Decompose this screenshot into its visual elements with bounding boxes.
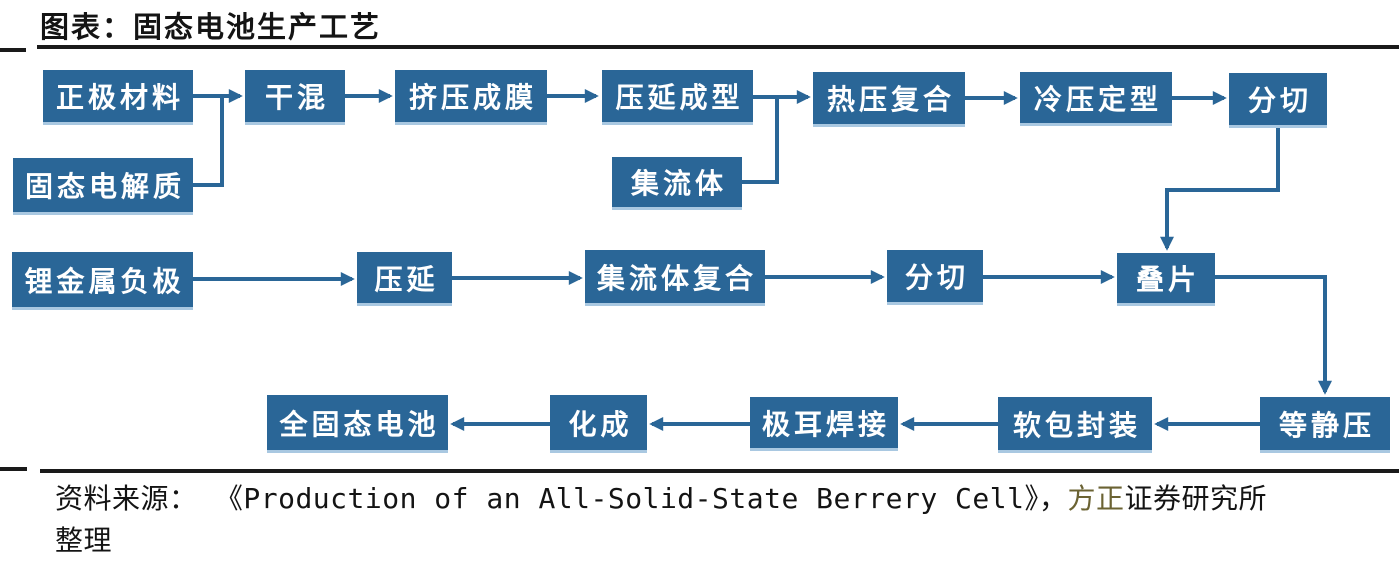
- node-cold-press-shaping: 冷压定型: [1020, 72, 1172, 123]
- source-label: 资料来源：: [55, 482, 198, 515]
- node-lithium-metal-anode: 锂金属负极: [12, 252, 193, 307]
- source-note: 资料来源： 《Production of an All-Solid-State …: [55, 478, 1275, 562]
- node-tab-welding: 极耳焊接: [750, 397, 898, 448]
- top-rule: [37, 45, 1399, 49]
- node-slitting-1: 分切: [1229, 73, 1327, 125]
- node-calendering: 压延: [357, 252, 452, 303]
- node-dry-mixing: 干混: [245, 70, 345, 122]
- node-calender-forming: 压延成型: [602, 70, 753, 122]
- connector-collector-junction: [742, 97, 779, 184]
- node-all-solid-state-battery: 全固态电池: [267, 395, 448, 450]
- node-isostatic-pressing: 等静压: [1260, 397, 1390, 450]
- connector-electrolyte-junction: [193, 96, 224, 187]
- source-reference: 《Production of an All-Solid-State Berrer…: [214, 482, 1068, 515]
- node-extrusion-film: 挤压成膜: [395, 70, 547, 122]
- node-current-collector: 集流体: [612, 157, 742, 207]
- bottom-rule-left-segment: [0, 467, 27, 471]
- node-slitting-2: 分切: [887, 250, 983, 302]
- figure-title: 图表：固态电池生产工艺: [40, 12, 382, 44]
- top-rule-left-segment: [0, 48, 26, 52]
- node-formation: 化成: [550, 395, 647, 450]
- node-solid-electrolyte: 固态电解质: [13, 158, 193, 212]
- node-hot-press-lamination: 热压复合: [813, 72, 965, 124]
- bottom-rule: [40, 469, 1399, 473]
- connector-slit-stack: [1160, 125, 1280, 251]
- node-pouch-packaging: 软包封装: [998, 397, 1152, 450]
- node-collector-lamination: 集流体复合: [585, 250, 765, 303]
- node-stacking: 叠片: [1117, 253, 1215, 303]
- source-rest: 证券研究所整理: [55, 482, 1267, 557]
- node-cathode-material: 正极材料: [43, 70, 193, 122]
- connector-stack-isostatic: [1215, 275, 1332, 395]
- source-brand-fangzheng: 方正: [1067, 482, 1125, 515]
